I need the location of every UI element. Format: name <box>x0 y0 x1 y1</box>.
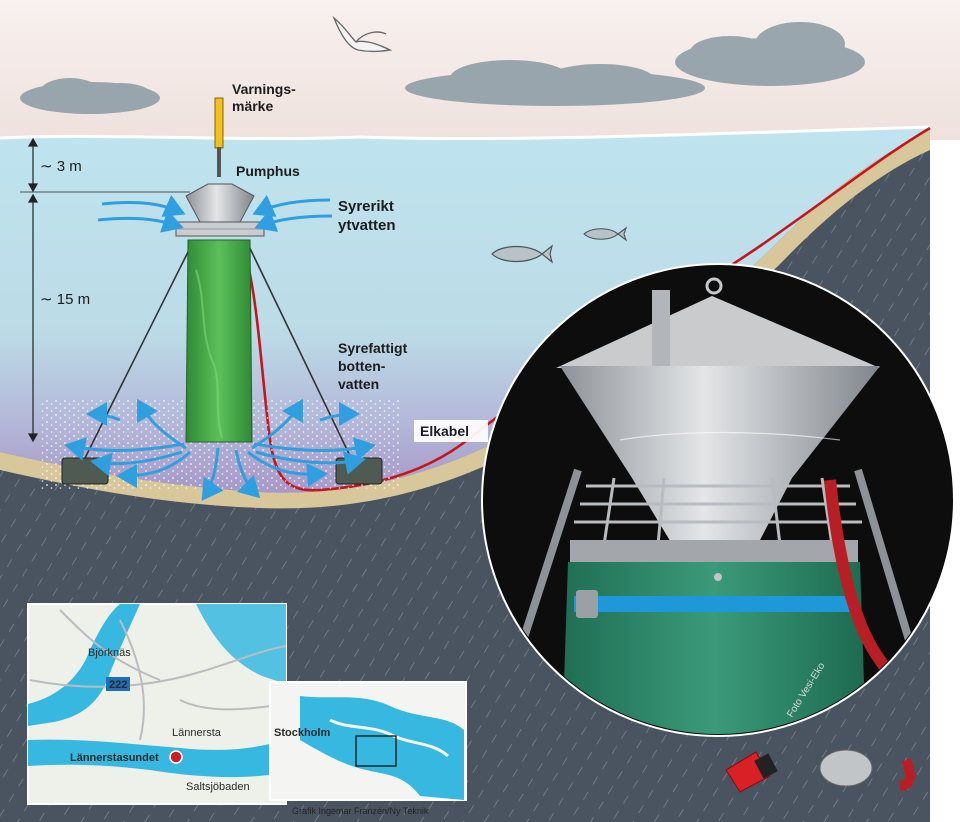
map-sound <box>28 739 286 778</box>
green-tube <box>185 239 253 443</box>
label-oxygen-poor-line-2: botten- <box>338 358 386 374</box>
label-warning-marker: Varnings- märke <box>232 81 300 114</box>
flow-arrows <box>64 194 376 501</box>
label-oxygen-poor-line-3: vatten <box>338 376 379 392</box>
fish-icon-small <box>583 226 628 242</box>
road-number: 222 <box>109 679 127 691</box>
label-oxygen-poor: Syrefattigt botten- vatten <box>338 340 411 392</box>
place-sound: Lännerstasundet <box>70 752 159 764</box>
tilde-glyph: ∼ <box>40 291 53 308</box>
depth-label-main: ∼ 15 m <box>40 291 90 308</box>
label-oxygen-rich-line-2: ytvatten <box>338 217 396 234</box>
map-water <box>28 604 140 726</box>
label-warning-line-1: Varnings- <box>232 81 296 97</box>
warning-marker <box>214 97 224 149</box>
place-saltsjobaden: Saltsjöbaden <box>186 781 250 793</box>
depth-scale <box>20 137 190 443</box>
graphic-credit: Grafik Ingemar Franzén/Ny Teknik <box>292 806 429 816</box>
label-cable: Elkabel <box>420 423 469 439</box>
surface-line <box>0 125 931 141</box>
label-warning-line-2: märke <box>232 98 273 114</box>
label-pump-house: Pumphus <box>236 163 300 179</box>
fish-icon <box>491 244 554 264</box>
inset-focus-box <box>355 735 397 767</box>
place-lannersta: Lännersta <box>172 727 222 739</box>
depth-top-value: 3 m <box>57 158 82 175</box>
device-photo: Foto Vesi-Eko <box>481 263 955 737</box>
tilde-glyph: ∼ <box>40 158 53 175</box>
power-plug-icon <box>725 749 915 793</box>
label-oxygen-rich-line-1: Syrerikt <box>338 198 394 215</box>
road-badge <box>106 677 130 691</box>
place-bjorknas: Björknäs <box>88 647 131 659</box>
inset-city: Stockholm <box>274 727 330 739</box>
cable-label-box <box>414 420 488 442</box>
depth-label-top: ∼ 3 m <box>40 158 82 175</box>
label-oxygen-rich: Syrerikt ytvatten <box>338 198 398 234</box>
label-oxygen-poor-line-1: Syrefattigt <box>338 340 408 356</box>
seagull-icon <box>332 15 393 53</box>
depth-main-value: 15 m <box>57 291 90 308</box>
clouds <box>20 22 865 114</box>
aerator-device <box>61 97 383 485</box>
location-map: 222 Björknäs Lännersta Lännerstasundet S… <box>27 603 467 805</box>
